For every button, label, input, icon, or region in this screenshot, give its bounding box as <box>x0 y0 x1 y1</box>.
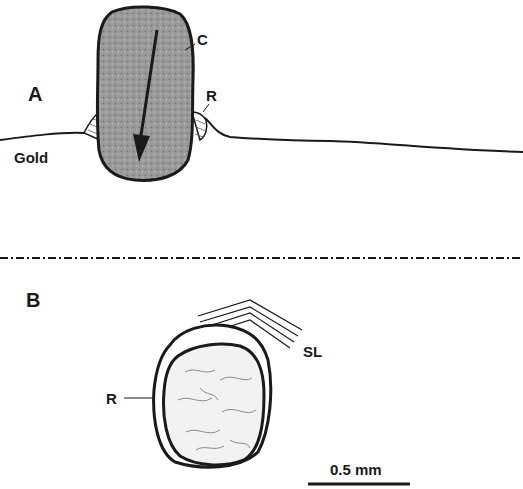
rim-outline <box>154 325 271 467</box>
ridge-lines <box>195 120 206 137</box>
surface-texture <box>178 370 256 450</box>
panel-letter: B <box>26 290 40 310</box>
leader-line <box>124 398 153 399</box>
grain <box>97 7 193 180</box>
panel-letter: A <box>28 84 42 104</box>
scale-label: 0.5 mm <box>330 462 382 477</box>
gold-surface <box>0 112 100 140</box>
part-label: C <box>197 32 208 47</box>
material-label: Gold <box>14 150 48 165</box>
part-label: R <box>106 391 117 406</box>
ridge <box>192 112 207 140</box>
part-label: SL <box>303 344 322 359</box>
leader-line <box>203 104 209 112</box>
grain-footprint <box>164 344 264 465</box>
arrowhead <box>133 134 150 162</box>
leader-line <box>185 44 195 50</box>
part-label: R <box>206 88 217 103</box>
separator <box>0 257 523 259</box>
scale-bar <box>308 483 410 486</box>
motion-arrow <box>140 30 157 142</box>
gold-surface <box>205 118 523 152</box>
